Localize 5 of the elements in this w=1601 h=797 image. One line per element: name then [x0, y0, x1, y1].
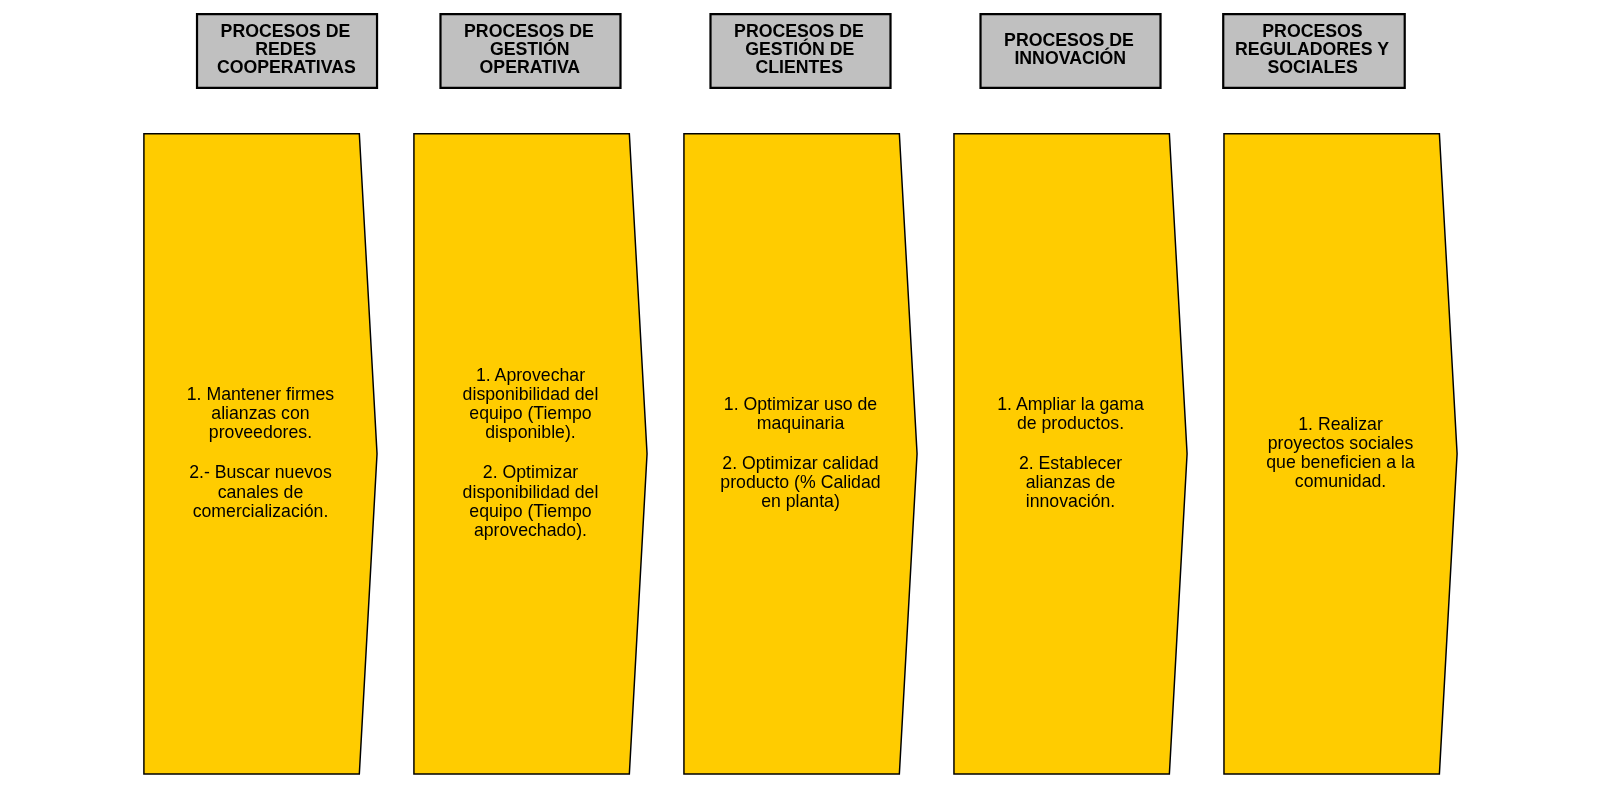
node-box: PROCESOS DE INNOVACIÓN	[979, 13, 1162, 89]
node-box: PROCESOS DE GESTIÓN OPERATIVA	[439, 13, 622, 89]
node-box: PROCESOS DE GESTIÓN DE CLIENTES	[709, 13, 892, 89]
node-box: PROCESOS REGULADORES Y SOCIALES	[1222, 13, 1406, 89]
node-box: PROCESOS DE REDES COOPERATIVAS	[195, 13, 379, 89]
